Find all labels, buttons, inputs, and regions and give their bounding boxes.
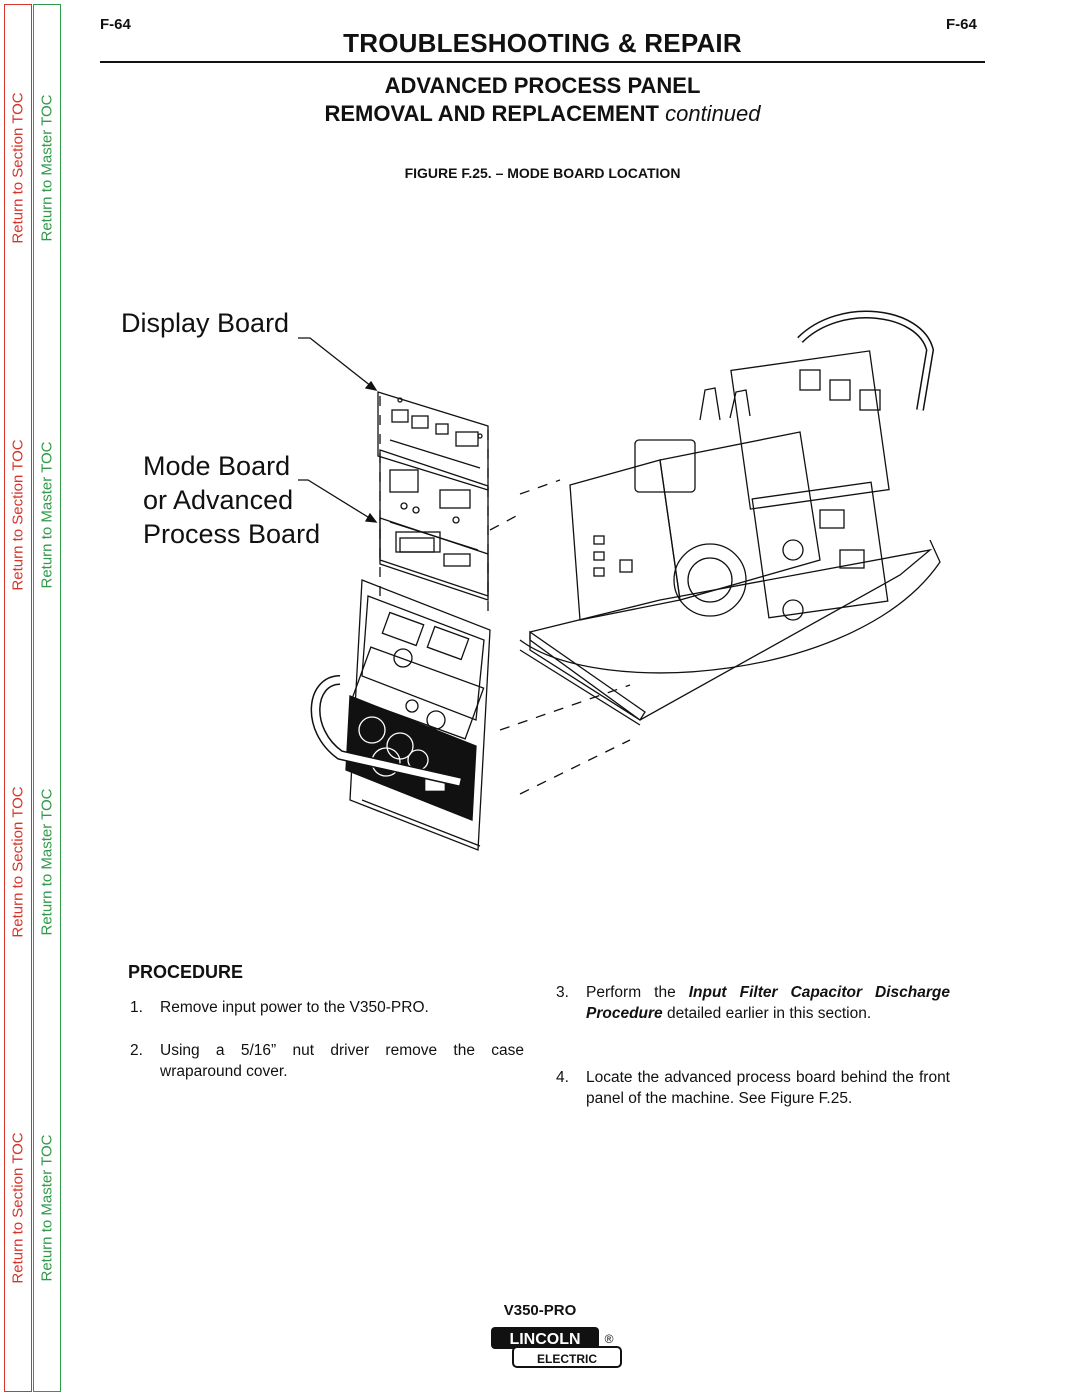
section-title: ADVANCED PROCESS PANEL	[384, 73, 701, 98]
step-text-emphasis[interactable]: Input Filter Capacitor Discharge Procedu…	[586, 984, 950, 1022]
procedure-step-3: 3. Perform the Input Filter Capacitor Di…	[556, 982, 950, 1024]
lincoln-electric-logo: LINCOLN ELECTRIC ®	[491, 1327, 622, 1368]
procedure-heading: PROCEDURE	[128, 962, 244, 982]
section-toc-link-3[interactable]: Return to Section TOC	[9, 786, 27, 938]
advanced-process-board	[379, 517, 489, 601]
procedure-step-4: 4. Locate the advanced process board beh…	[556, 1067, 950, 1109]
front-panel	[310, 579, 491, 851]
page-number-left: F-64	[100, 16, 131, 33]
section-toc-bar: Return to Section TOC Return to Section …	[4, 4, 32, 1392]
footer-model: V350-PRO	[503, 1302, 577, 1319]
step-number: 3.	[556, 984, 569, 1001]
leader-lines	[298, 337, 378, 523]
master-toc-link-1[interactable]: Return to Master TOC	[38, 94, 56, 242]
step-text: Using a 5/16” nut driver remove the case…	[160, 1042, 524, 1080]
alignment-lines	[379, 396, 631, 795]
section-subtitle-main: REMOVAL AND REPLACEMENT	[324, 101, 659, 126]
master-toc-link-3[interactable]: Return to Master TOC	[38, 788, 56, 936]
master-toc-bar: Return to Master TOC Return to Master TO…	[33, 4, 61, 1392]
machine-chassis	[519, 310, 941, 726]
page-number-right: F-64	[946, 16, 977, 33]
section-toc-link-4[interactable]: Return to Section TOC	[9, 1132, 27, 1284]
step-text-post: detailed earlier in this section.	[662, 1005, 872, 1022]
mode-board-label-line2: or Advanced	[143, 485, 294, 515]
logo-bottom-text: ELECTRIC	[537, 1352, 597, 1366]
step-text: Remove input power to the V350-PRO.	[160, 999, 429, 1016]
figure-caption: FIGURE F.25. – MODE BOARD LOCATION	[404, 165, 681, 181]
mode-board-location-illustration	[298, 310, 941, 851]
step-text: Locate the advanced process board behind…	[586, 1069, 950, 1107]
mode-board-label-line3: Process Board	[143, 519, 321, 549]
step-number: 2.	[130, 1042, 143, 1059]
logo-top-text: LINCOLN	[509, 1331, 580, 1348]
logo-registered-mark: ®	[605, 1332, 614, 1346]
procedure-step-2: 2. Using a 5/16” nut driver remove the c…	[130, 1040, 524, 1082]
step-text: Perform the Input Filter Capacitor Disch…	[586, 982, 950, 1024]
page-title: TROUBLESHOOTING & REPAIR	[343, 28, 742, 58]
procedure-step-1: 1. Remove input power to the V350-PRO.	[130, 997, 524, 1018]
mode-board-label-line1: Mode Board	[143, 451, 291, 481]
step-number: 1.	[130, 999, 143, 1016]
step-text-pre: Perform the	[586, 984, 689, 1001]
master-toc-link-4[interactable]: Return to Master TOC	[38, 1134, 56, 1282]
display-board-label: Display Board	[121, 308, 290, 338]
display-board	[377, 391, 489, 491]
master-toc-link-2[interactable]: Return to Master TOC	[38, 441, 56, 589]
section-subtitle-continued: continued	[665, 101, 761, 126]
step-number: 4.	[556, 1069, 569, 1086]
section-subtitle: REMOVAL AND REPLACEMENT continued	[100, 101, 985, 127]
section-toc-link-1[interactable]: Return to Section TOC	[9, 92, 27, 244]
section-toc-link-2[interactable]: Return to Section TOC	[9, 439, 27, 591]
title-rule	[100, 61, 985, 63]
